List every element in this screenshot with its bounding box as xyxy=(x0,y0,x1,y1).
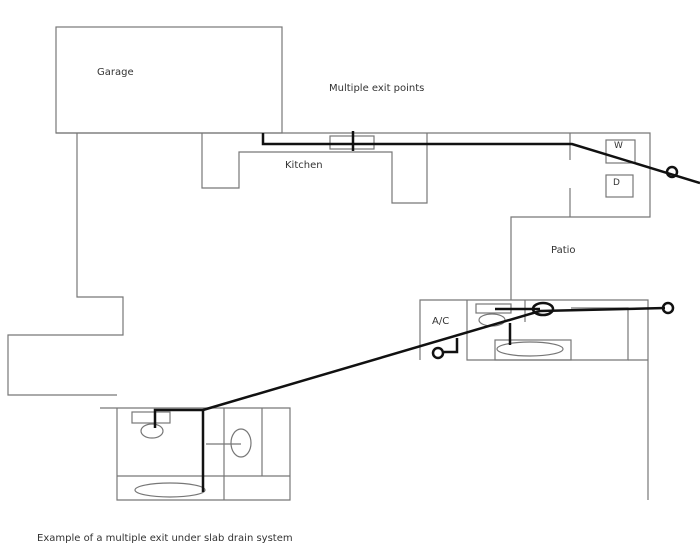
label-multiple-exit: Multiple exit points xyxy=(329,83,425,94)
caption: Example of a multiple exit under slab dr… xyxy=(37,533,293,544)
label-dryer: D xyxy=(613,178,620,188)
dryer-box xyxy=(605,174,634,198)
bath-toilet xyxy=(140,423,164,439)
drain-pipes xyxy=(153,131,700,492)
bath-bidet xyxy=(230,428,252,458)
garage-outline xyxy=(55,26,283,134)
bath-tub-drain xyxy=(134,482,206,498)
kitchen-drain-line xyxy=(261,133,700,185)
bath-outline xyxy=(100,407,291,501)
exterior-wall-top xyxy=(56,132,651,300)
walls xyxy=(7,26,651,501)
label-ac: A/C xyxy=(432,316,450,327)
label-patio: Patio xyxy=(551,245,576,256)
bath-drain-line xyxy=(153,408,205,492)
bath-sink xyxy=(131,411,171,424)
junction-fitting-icon xyxy=(531,301,555,317)
main-drain-line xyxy=(202,306,666,412)
master-bath-wall xyxy=(419,299,649,500)
exterior-wall-left xyxy=(7,133,124,396)
master-tub xyxy=(494,339,572,361)
exit-point-icon xyxy=(661,301,675,315)
master-tub-drain xyxy=(496,341,564,357)
ac-cleanout-icon xyxy=(431,346,445,360)
label-kitchen: Kitchen xyxy=(285,160,323,171)
washer-box xyxy=(605,139,636,164)
label-washer: W xyxy=(614,141,623,151)
exit-point-icon xyxy=(665,165,679,179)
ac-drain-line xyxy=(444,338,459,354)
label-garage: Garage xyxy=(97,67,134,78)
kitchen-counter xyxy=(201,133,428,204)
